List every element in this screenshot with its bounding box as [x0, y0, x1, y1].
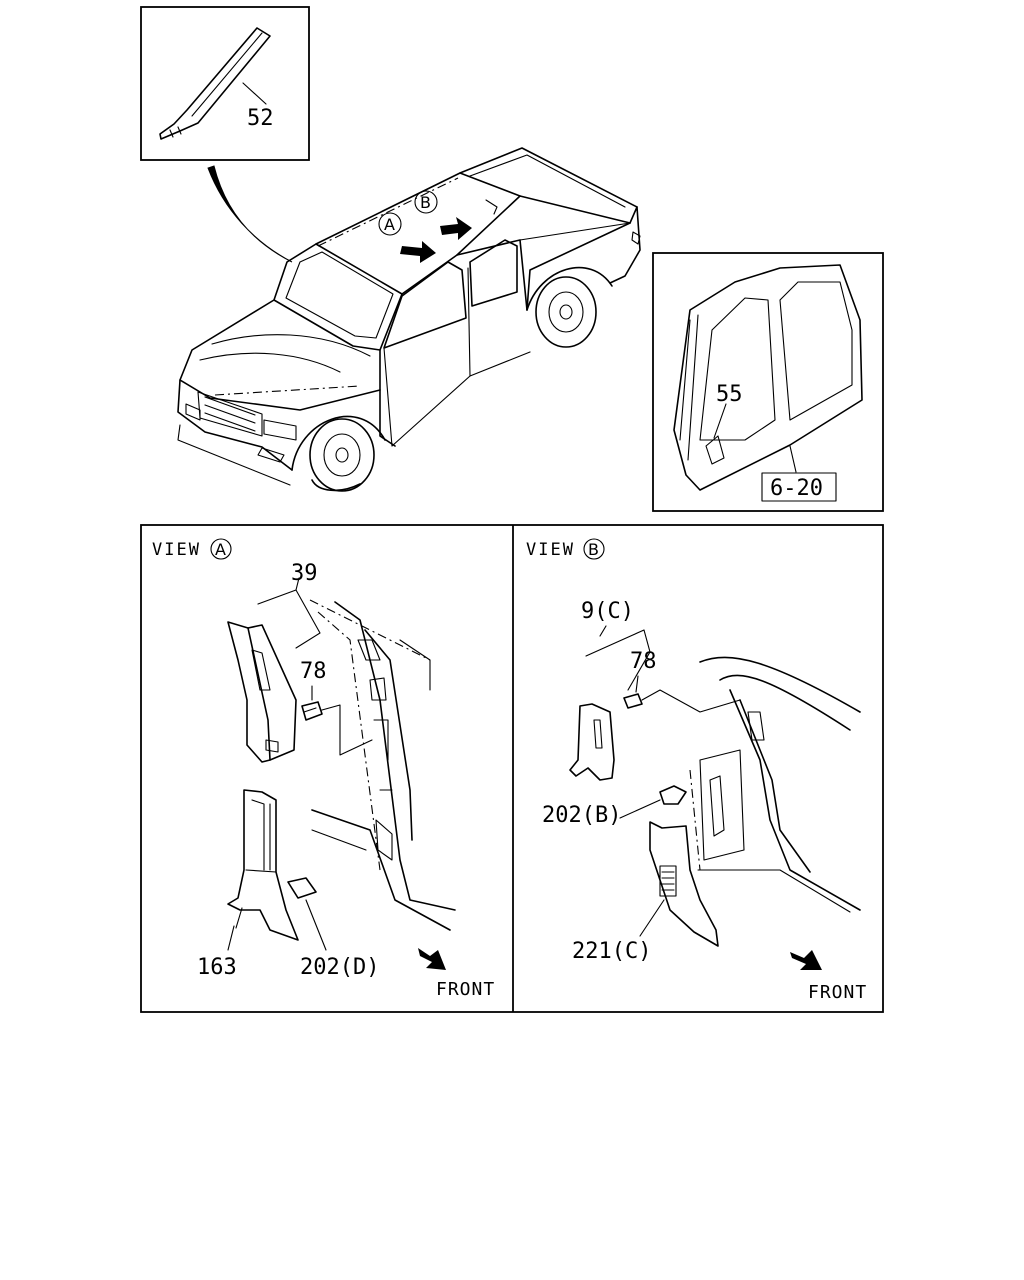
inset-panel-52: 52: [140, 6, 310, 161]
callout-202d: 202(D): [300, 955, 379, 980]
view-arrow-a: A: [378, 212, 436, 263]
view-arrow-b: B: [414, 190, 472, 240]
view-a-title: VIEW: [152, 540, 201, 560]
view-b-marker: B: [588, 540, 599, 559]
front-arrow-a: [418, 948, 446, 970]
callout-78-a: 78: [300, 659, 327, 684]
view-marker-b: B: [420, 193, 431, 212]
view-a-panel: VIEW A 39 78 163: [152, 538, 495, 1000]
view-marker-a: A: [384, 215, 395, 234]
view-a-front-label: FRONT: [436, 979, 495, 1000]
view-b-title: VIEW: [526, 540, 575, 560]
view-a-marker: A: [215, 540, 226, 559]
views-frame: [140, 524, 884, 1013]
callout-9c: 9(C): [581, 599, 634, 624]
callout-221c: 221(C): [572, 939, 651, 964]
view-b-panel: VIEW B 9(C) 78 202(B) 221(C): [526, 538, 867, 1003]
callout-6-20: 6-20: [770, 476, 823, 501]
front-arrow-b: [790, 950, 822, 970]
callout-55: 55: [716, 382, 743, 407]
callout-163: 163: [197, 955, 237, 980]
inset-pointer-arrow: [207, 165, 293, 263]
view-b-front-label: FRONT: [808, 982, 867, 1003]
truck-illustration: [177, 147, 641, 492]
callout-39: 39: [291, 561, 318, 586]
callout-78-b: 78: [630, 649, 657, 674]
callout-202b: 202(B): [542, 803, 621, 828]
callout-52: 52: [247, 106, 274, 131]
inset-panel-55: 55 6-20: [652, 252, 884, 512]
